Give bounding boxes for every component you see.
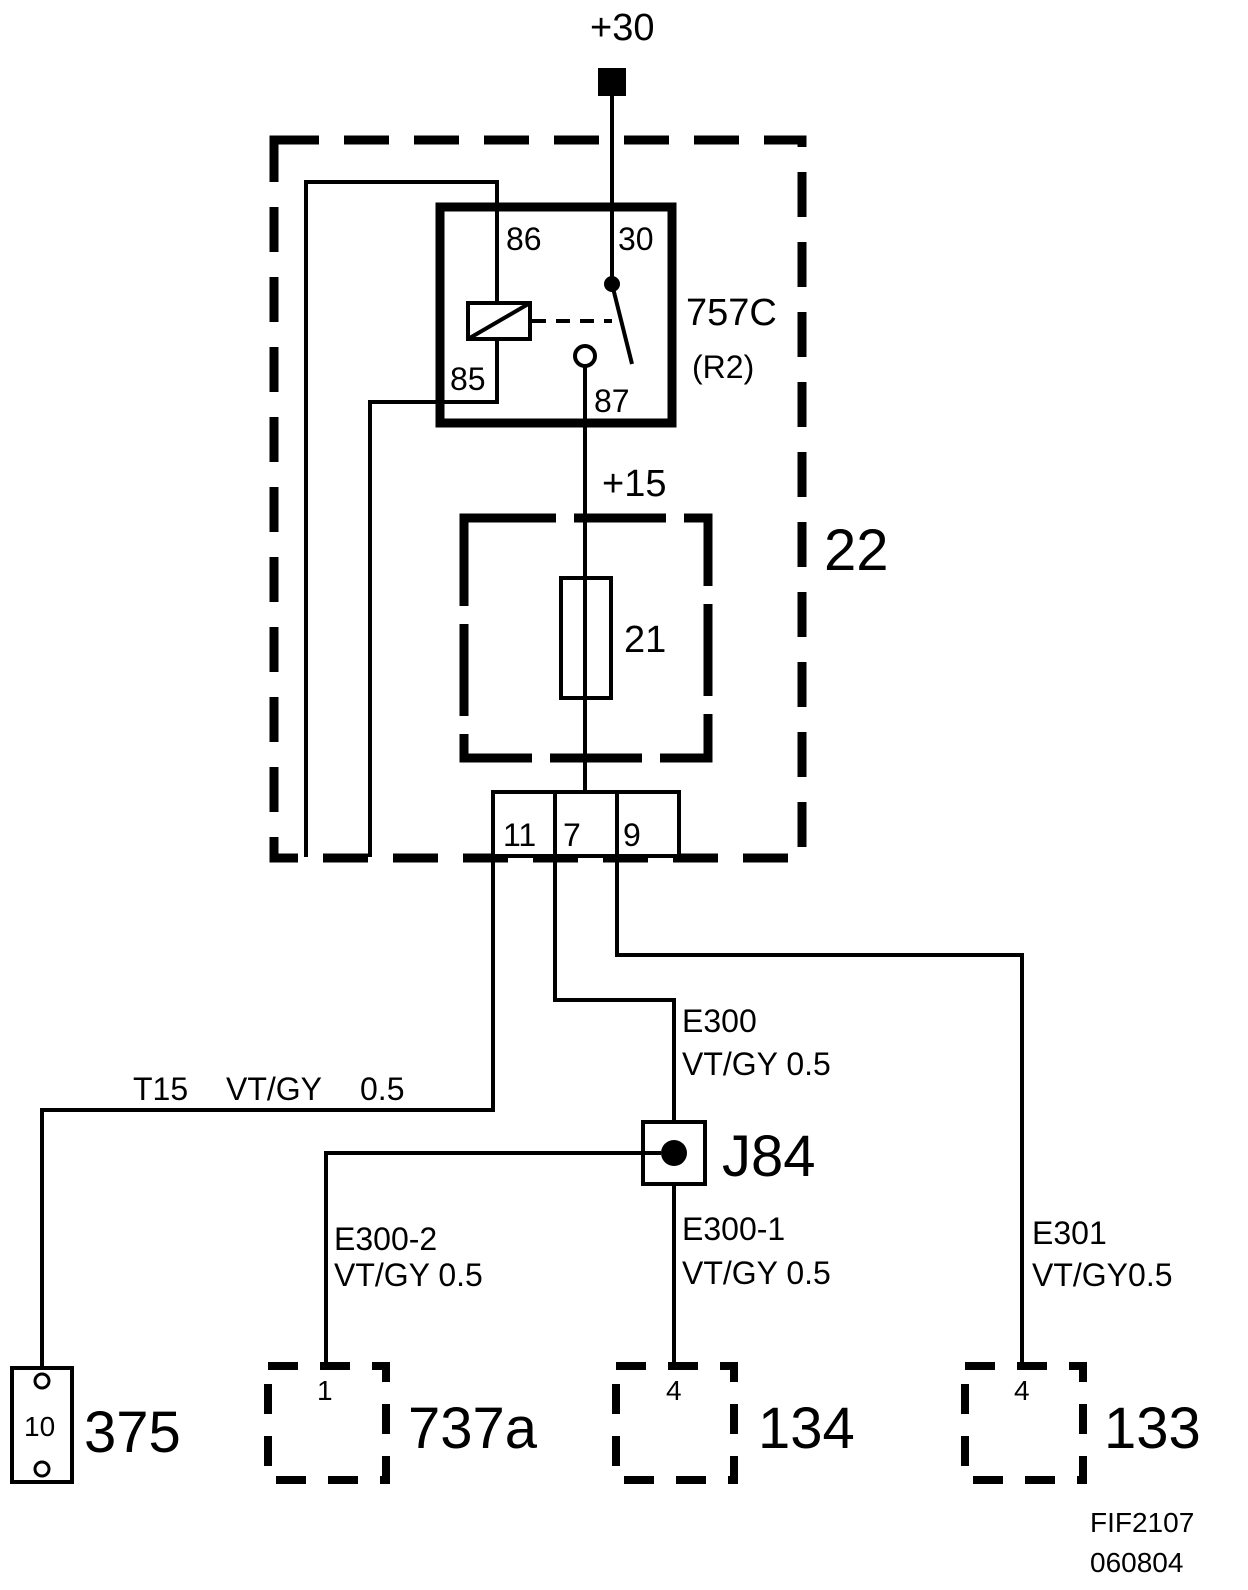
svg-text:T15 VT/GY 0.5: T15 VT/GY 0.5 <box>133 1071 404 1107</box>
module-22-label: 22 <box>824 518 889 583</box>
component-134-label: 134 <box>758 1396 855 1461</box>
fuse-label: 21 <box>624 619 666 661</box>
figure-code: FIF2107 <box>1090 1507 1194 1538</box>
wire-e300-1-spec: VT/GY 0.5 <box>682 1255 831 1291</box>
relay-alias-label: (R2) <box>692 349 754 385</box>
relay-coil-diagonal <box>466 301 532 341</box>
component-737a-label: 737a <box>408 1396 538 1461</box>
wire-e300 <box>553 856 676 1122</box>
connector-pin-9: 9 <box>623 817 641 853</box>
wire-t15-color: VT/GY <box>226 1071 322 1107</box>
relay-pin-87: 87 <box>594 383 630 419</box>
wire-t15 <box>40 856 495 1378</box>
figure-date: 060804 <box>1090 1547 1183 1578</box>
wire-e301 <box>615 856 1024 1366</box>
splice-j84-node <box>661 1140 687 1166</box>
component-133-label: 133 <box>1104 1396 1201 1461</box>
component-375-pin-hole-top <box>33 1372 51 1390</box>
component-375-pin-hole-bottom <box>33 1460 51 1478</box>
wire-pin-86 <box>304 180 499 857</box>
wire-e301-name: E301 <box>1032 1215 1107 1251</box>
supply-label: +30 <box>590 7 654 49</box>
wire-t15-name: T15 <box>133 1071 188 1107</box>
connector-pin-11-cell <box>491 790 557 858</box>
wire-e300-1-name: E300-1 <box>682 1211 785 1247</box>
wire-e300-2 <box>324 1151 661 1366</box>
wire-e300-2-spec: VT/GY 0.5 <box>334 1257 483 1293</box>
wire-t15-size: 0.5 <box>360 1071 404 1107</box>
supply-terminal <box>598 68 626 96</box>
relay-pin-85: 85 <box>450 361 486 397</box>
connector-pin-9-cell <box>615 790 681 858</box>
wire-e300-name: E300 <box>682 1003 757 1039</box>
fuse-21-box <box>459 513 713 763</box>
relay-pin-86: 86 <box>506 221 542 257</box>
component-134-pin: 4 <box>666 1375 682 1406</box>
component-375-pin: 10 <box>24 1411 55 1442</box>
component-737a-pin: 1 <box>317 1375 333 1406</box>
component-133-outline <box>961 1362 1087 1484</box>
component-375-label: 375 <box>84 1400 181 1465</box>
component-133-pin: 4 <box>1014 1375 1030 1406</box>
relay-pin-30: 30 <box>618 221 654 257</box>
wire-pin-85 <box>368 337 530 857</box>
relay-switch-arm <box>610 283 634 365</box>
relay-757c-box <box>435 202 677 428</box>
wire-e300-spec: VT/GY 0.5 <box>682 1046 831 1082</box>
relay-contact-87 <box>573 344 597 368</box>
fuse-supply-label: +15 <box>602 463 666 505</box>
component-134-outline <box>612 1362 738 1484</box>
component-737a-outline <box>264 1362 390 1484</box>
connector-pin-7: 7 <box>563 817 581 853</box>
wire-e300-2-name: E300-2 <box>334 1221 437 1257</box>
splice-j84-label: J84 <box>722 1124 816 1189</box>
relay-id-label: 757C <box>686 292 777 334</box>
connector-pin-11: 11 <box>503 817 536 853</box>
wire-e301-spec: VT/GY0.5 <box>1032 1257 1173 1293</box>
